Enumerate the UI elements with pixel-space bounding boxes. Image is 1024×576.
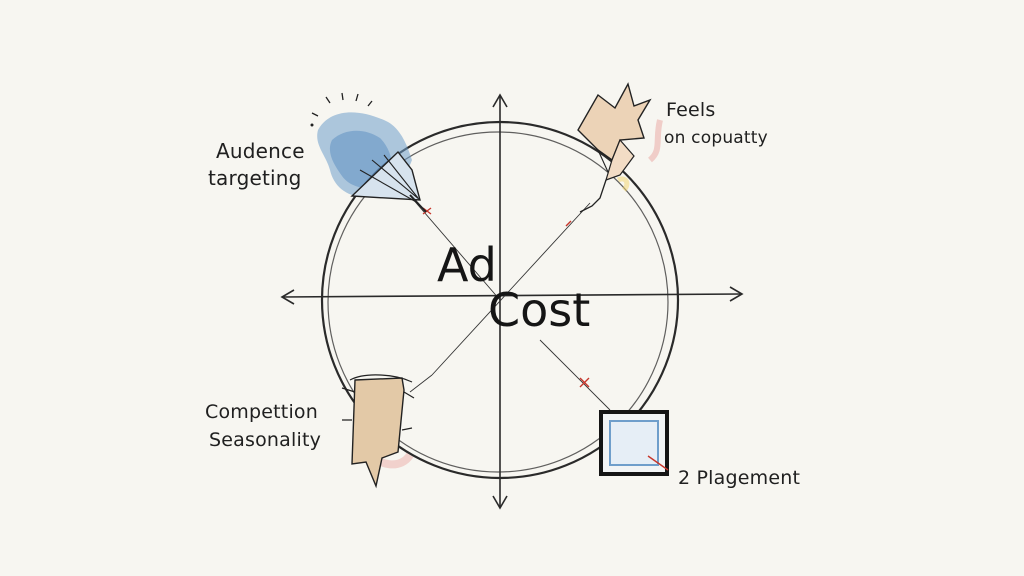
center-label-ad: Ad [437,238,497,292]
audience-brush-icon [310,92,427,213]
competition-tag-icon [341,374,415,489]
label-competition-line2: Seasonality [209,429,322,451]
placement-frame-icon [599,410,669,476]
horizontal-axis [280,286,744,305]
label-fees-line1: Feels [666,99,716,121]
connector-top-right [431,202,591,376]
label-placement: 2 Plagement [678,464,800,492]
label-fees: Feels on copuatty [664,96,768,152]
label-audience-line1: Audence [216,139,305,163]
label-audience-targeting: Audence targeting [208,138,305,192]
label-fees-line2: on copuatty [664,128,768,148]
center-label-cost: Cost [488,283,591,337]
connector-bottom-left [409,374,433,393]
label-placement-line1: 2 Plagement [678,467,801,489]
label-audience-line2: targeting [208,166,302,190]
fees-flag-icon [577,82,663,213]
label-competition: Compettion Seasonality [205,398,321,454]
connector-bottom-right [539,339,611,411]
label-competition-line1: Compettion [205,401,318,423]
